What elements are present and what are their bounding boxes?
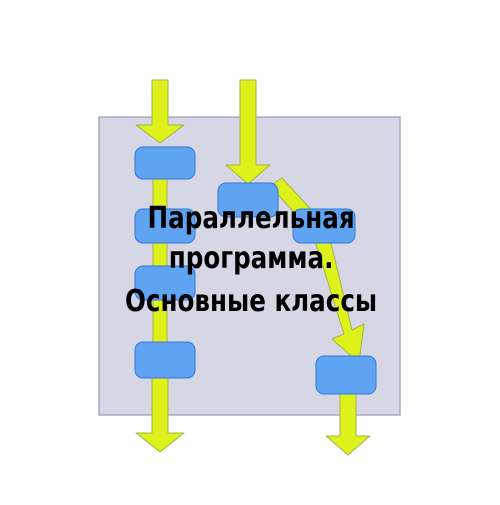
right-thread-entry-arrow — [225, 79, 271, 185]
left-thread-block-3 — [134, 265, 196, 301]
title-line-3: Основные классы — [124, 284, 378, 319]
title-line-1: Параллельная — [147, 201, 355, 236]
title-line-2: программа. — [168, 241, 334, 276]
right-thread-block-1 — [217, 182, 279, 218]
left-thread-block-4 — [134, 341, 196, 379]
right-thread-block-3 — [315, 355, 377, 395]
right-thread-exit-arrow — [325, 393, 371, 456]
right-thread-diagonal-arrow — [313, 230, 365, 364]
left-thread-exit-arrow — [135, 375, 185, 453]
left-thread-block-2 — [134, 208, 196, 244]
left-thread-entry-arrow — [135, 79, 185, 144]
right-thread-block-2 — [292, 208, 356, 244]
left-thread-block-1 — [134, 146, 196, 180]
